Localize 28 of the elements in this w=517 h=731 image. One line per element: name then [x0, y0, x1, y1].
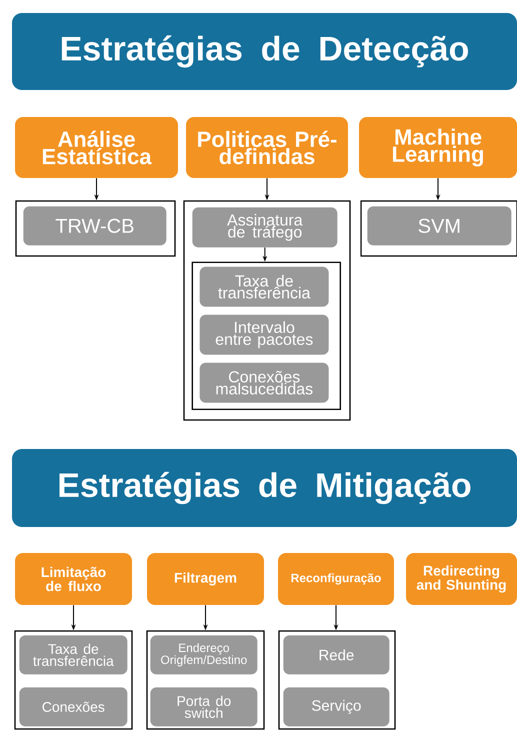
category-box: Machine Learning — [359, 117, 517, 178]
group-frame — [278, 630, 396, 730]
group-frame — [183, 200, 351, 421]
banner: Estratégias de Detecção — [12, 13, 517, 90]
group-frame — [146, 630, 265, 730]
item-box: Conexões malsucedidas — [200, 362, 329, 403]
item-box: Taxa de transferência — [19, 635, 128, 674]
banner: Estratégias de Mitigação — [12, 449, 517, 527]
item-box: TRW-CB — [23, 206, 166, 246]
item-box: Endereço Origfem/Destino — [150, 635, 258, 674]
item-box: Porta do switch — [150, 687, 258, 726]
item-box: Rede — [283, 635, 390, 674]
category-box: Análise Estatística — [15, 117, 178, 178]
category-box: Redirecting and Shunting — [406, 553, 517, 605]
item-box: Taxa de transferência — [200, 266, 329, 307]
item-box: Intervalo entre pacotes — [200, 314, 329, 355]
item-box: Serviço — [283, 687, 390, 726]
item-box: Assinatura de tráfego — [192, 207, 338, 248]
group-frame — [15, 200, 176, 257]
category-box: Limitação de fluxo — [15, 553, 132, 605]
category-box: Reconfiguração — [278, 553, 394, 605]
item-box: Conexões — [19, 687, 128, 726]
category-box: Politicas Pré-definidas — [186, 117, 348, 178]
category-box: Filtragem — [147, 553, 264, 605]
group-frame — [14, 630, 133, 730]
group-frame — [360, 200, 517, 257]
group-frame — [192, 262, 341, 410]
item-box: SVM — [367, 206, 512, 246]
